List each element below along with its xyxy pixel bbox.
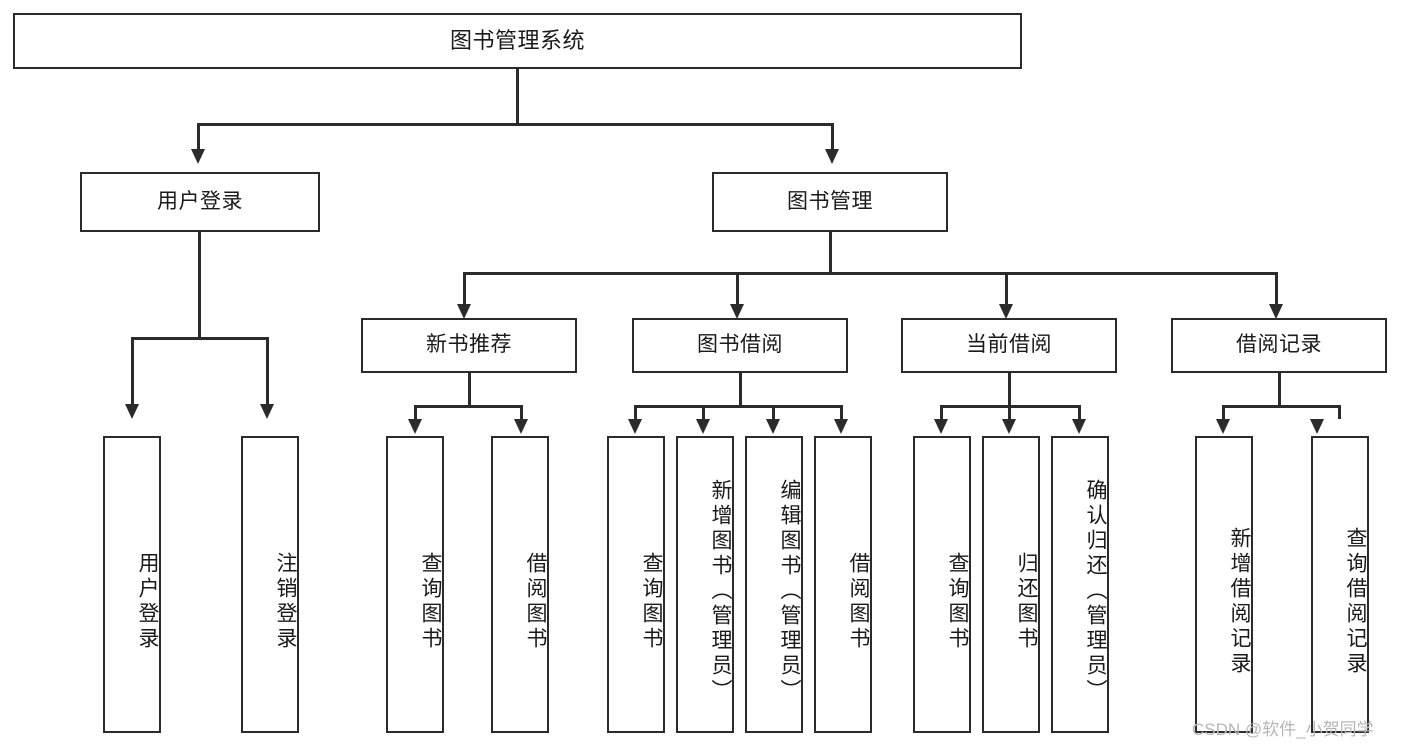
node-label: 归还图书 — [1015, 551, 1038, 652]
leaf-book-borrow-query[interactable]: 查询图书 — [607, 436, 665, 733]
leaf-current-borrow-query[interactable]: 查询图书 — [913, 436, 971, 733]
connector-borrow-record-leg-1 — [1222, 405, 1225, 419]
connector-root-leg-2 — [831, 123, 834, 149]
connector-book-manage-leg-1 — [463, 272, 466, 304]
node-current-borrow[interactable]: 当前借阅 — [901, 318, 1117, 373]
node-user-login[interactable]: 用户登录 — [80, 172, 320, 232]
arrow-to-current-borrow — [999, 304, 1013, 319]
arrow-leaf-user-login-1 — [125, 404, 139, 419]
arrow-leaf-new-book-1 — [408, 419, 422, 434]
node-book-manage[interactable]: 图书管理 — [712, 172, 948, 232]
connector-borrow-record-bar — [1222, 405, 1340, 408]
arrow-to-book-manage — [825, 149, 839, 164]
connector-new-book-bar — [414, 405, 522, 408]
node-label: 新增图书（管理员） — [709, 479, 732, 704]
arrow-leaf-book-borrow-3 — [766, 419, 780, 434]
node-label: 借阅图书 — [847, 551, 870, 652]
node-label: 确认归还（管理员） — [1084, 479, 1107, 704]
arrow-leaf-current-borrow-3 — [1072, 419, 1086, 434]
arrow-to-borrow-record — [1269, 304, 1283, 319]
connector-book-manage-leg-2 — [736, 272, 739, 304]
leaf-current-borrow-confirm-return[interactable]: 确认归还（管理员） — [1051, 436, 1109, 733]
arrow-leaf-book-borrow-2 — [696, 419, 710, 434]
connector-book-borrow-leg-2 — [702, 405, 705, 419]
connector-user-login-bar — [131, 337, 268, 340]
connector-current-borrow-stem — [1008, 373, 1011, 405]
node-label: 编辑图书（管理员） — [778, 479, 801, 704]
leaf-user-login-login[interactable]: 用户登录 — [103, 436, 161, 733]
arrow-to-user-login — [191, 149, 205, 164]
node-label: 借阅图书 — [524, 551, 547, 652]
connector-new-book-leg-1 — [414, 405, 417, 419]
connector-new-book-leg-2 — [520, 405, 523, 419]
node-book-borrow[interactable]: 图书借阅 — [632, 318, 848, 373]
connector-book-borrow-bar — [634, 405, 842, 408]
node-new-book-recommend[interactable]: 新书推荐 — [361, 318, 577, 373]
node-label: 图书管理系统 — [449, 28, 585, 54]
leaf-borrow-record-add[interactable]: 新增借阅记录 — [1195, 436, 1253, 733]
leaf-current-borrow-return[interactable]: 归还图书 — [982, 436, 1040, 733]
node-label: 注销登录 — [274, 551, 297, 652]
leaf-borrow-record-query[interactable]: 查询借阅记录 — [1311, 436, 1369, 733]
node-label: 查询图书 — [419, 551, 442, 652]
connector-book-manage-leg-4 — [1275, 272, 1278, 304]
leaf-book-borrow-borrow[interactable]: 借阅图书 — [814, 436, 872, 733]
arrow-leaf-book-borrow-4 — [834, 419, 848, 434]
connector-book-manage-bar — [463, 272, 1278, 275]
connector-user-login-stem — [198, 232, 201, 337]
connector-current-borrow-leg-2 — [1008, 405, 1011, 419]
node-label: 图书借阅 — [697, 333, 783, 357]
connector-user-login-leg-1 — [131, 337, 134, 404]
leaf-book-borrow-add[interactable]: 新增图书（管理员） — [676, 436, 734, 733]
connector-book-borrow-leg-1 — [634, 405, 637, 419]
csdn-watermark: CSDN @软件_小贺同学 — [1192, 720, 1374, 739]
connector-book-borrow-stem — [739, 373, 742, 405]
connector-current-borrow-leg-3 — [1078, 405, 1081, 419]
node-label: 查询图书 — [640, 551, 663, 652]
arrow-leaf-user-login-2 — [260, 404, 274, 419]
connector-user-login-leg-2 — [266, 337, 269, 404]
arrow-leaf-current-borrow-2 — [1002, 419, 1016, 434]
connector-root-leg-1 — [197, 123, 200, 149]
node-label: 查询图书 — [946, 551, 969, 652]
leaf-user-login-logout[interactable]: 注销登录 — [241, 436, 299, 733]
connector-current-borrow-leg-1 — [940, 405, 943, 419]
node-root-system[interactable]: 图书管理系统 — [13, 13, 1022, 69]
connector-root-stem — [516, 69, 519, 123]
arrow-leaf-borrow-record-2 — [1310, 419, 1324, 434]
arrow-leaf-current-borrow-1 — [934, 419, 948, 434]
node-label: 用户登录 — [136, 551, 159, 652]
node-label: 当前借阅 — [966, 333, 1052, 357]
arrow-leaf-borrow-record-1 — [1216, 419, 1230, 434]
arrow-leaf-new-book-2 — [514, 419, 528, 434]
connector-book-borrow-leg-3 — [772, 405, 775, 419]
arrow-to-new-book — [457, 304, 471, 319]
node-label: 新书推荐 — [426, 333, 512, 357]
node-label: 用户登录 — [157, 189, 243, 213]
leaf-new-book-borrow[interactable]: 借阅图书 — [491, 436, 549, 733]
node-label: 新增借阅记录 — [1228, 526, 1251, 677]
connector-book-borrow-leg-4 — [840, 405, 843, 419]
connector-borrow-record-stem — [1278, 373, 1281, 405]
connector-new-book-stem — [468, 373, 471, 405]
arrow-to-book-borrow — [730, 304, 744, 319]
node-label: 图书管理 — [787, 189, 873, 213]
connector-borrow-record-leg-2 — [1338, 405, 1341, 419]
node-label: 借阅记录 — [1236, 333, 1322, 357]
connector-root-bar — [197, 123, 834, 126]
node-label: 查询借阅记录 — [1344, 526, 1367, 677]
node-borrow-record[interactable]: 借阅记录 — [1171, 318, 1387, 373]
leaf-book-borrow-edit[interactable]: 编辑图书（管理员） — [745, 436, 803, 733]
leaf-new-book-query[interactable]: 查询图书 — [386, 436, 444, 733]
connector-book-manage-leg-3 — [1005, 272, 1008, 304]
connector-book-manage-stem — [829, 232, 832, 272]
arrow-leaf-book-borrow-1 — [628, 419, 642, 434]
